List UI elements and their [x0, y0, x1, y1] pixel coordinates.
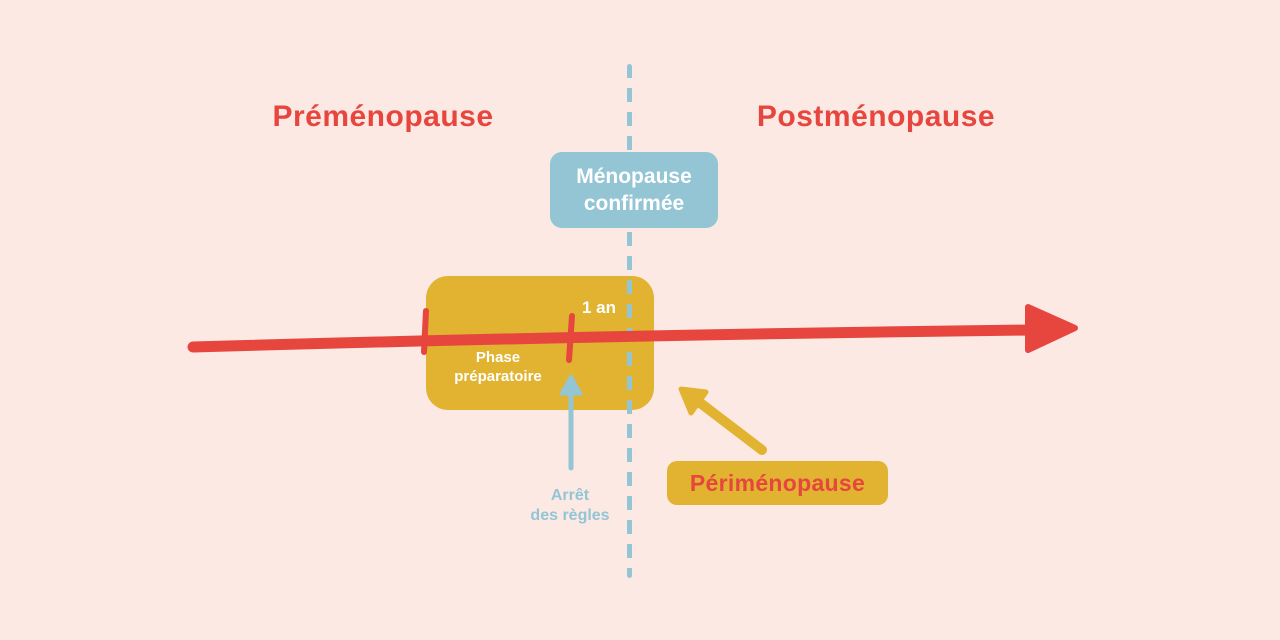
preparatory-phase-line1: Phase: [475, 349, 521, 366]
perimenopause-phase-box: [426, 276, 654, 410]
menopause-confirmed-line2: confirmée: [583, 192, 685, 215]
menopause-confirmed-badge: Ménopause confirmée: [550, 152, 718, 228]
premenopause-label: Préménopause: [272, 100, 494, 133]
perimenopause-arrow-icon: [678, 386, 767, 455]
periods-stop-label: Arrêt des règles: [530, 486, 609, 526]
menopause-confirmed-line1: Ménopause: [576, 165, 692, 188]
one-year-label: 1 an: [582, 298, 617, 317]
periods-stop-line1: Arrêt: [550, 487, 590, 504]
preparatory-phase-label: Phase préparatoire: [454, 348, 542, 386]
preparatory-phase-line2: préparatoire: [454, 368, 542, 385]
perimenopause-badge: Périménopause: [667, 461, 888, 505]
postmenopause-label: Postménopause: [756, 100, 996, 133]
periods-stop-line2: des règles: [530, 507, 610, 524]
menopause-divider-dashed-line: [627, 64, 632, 578]
